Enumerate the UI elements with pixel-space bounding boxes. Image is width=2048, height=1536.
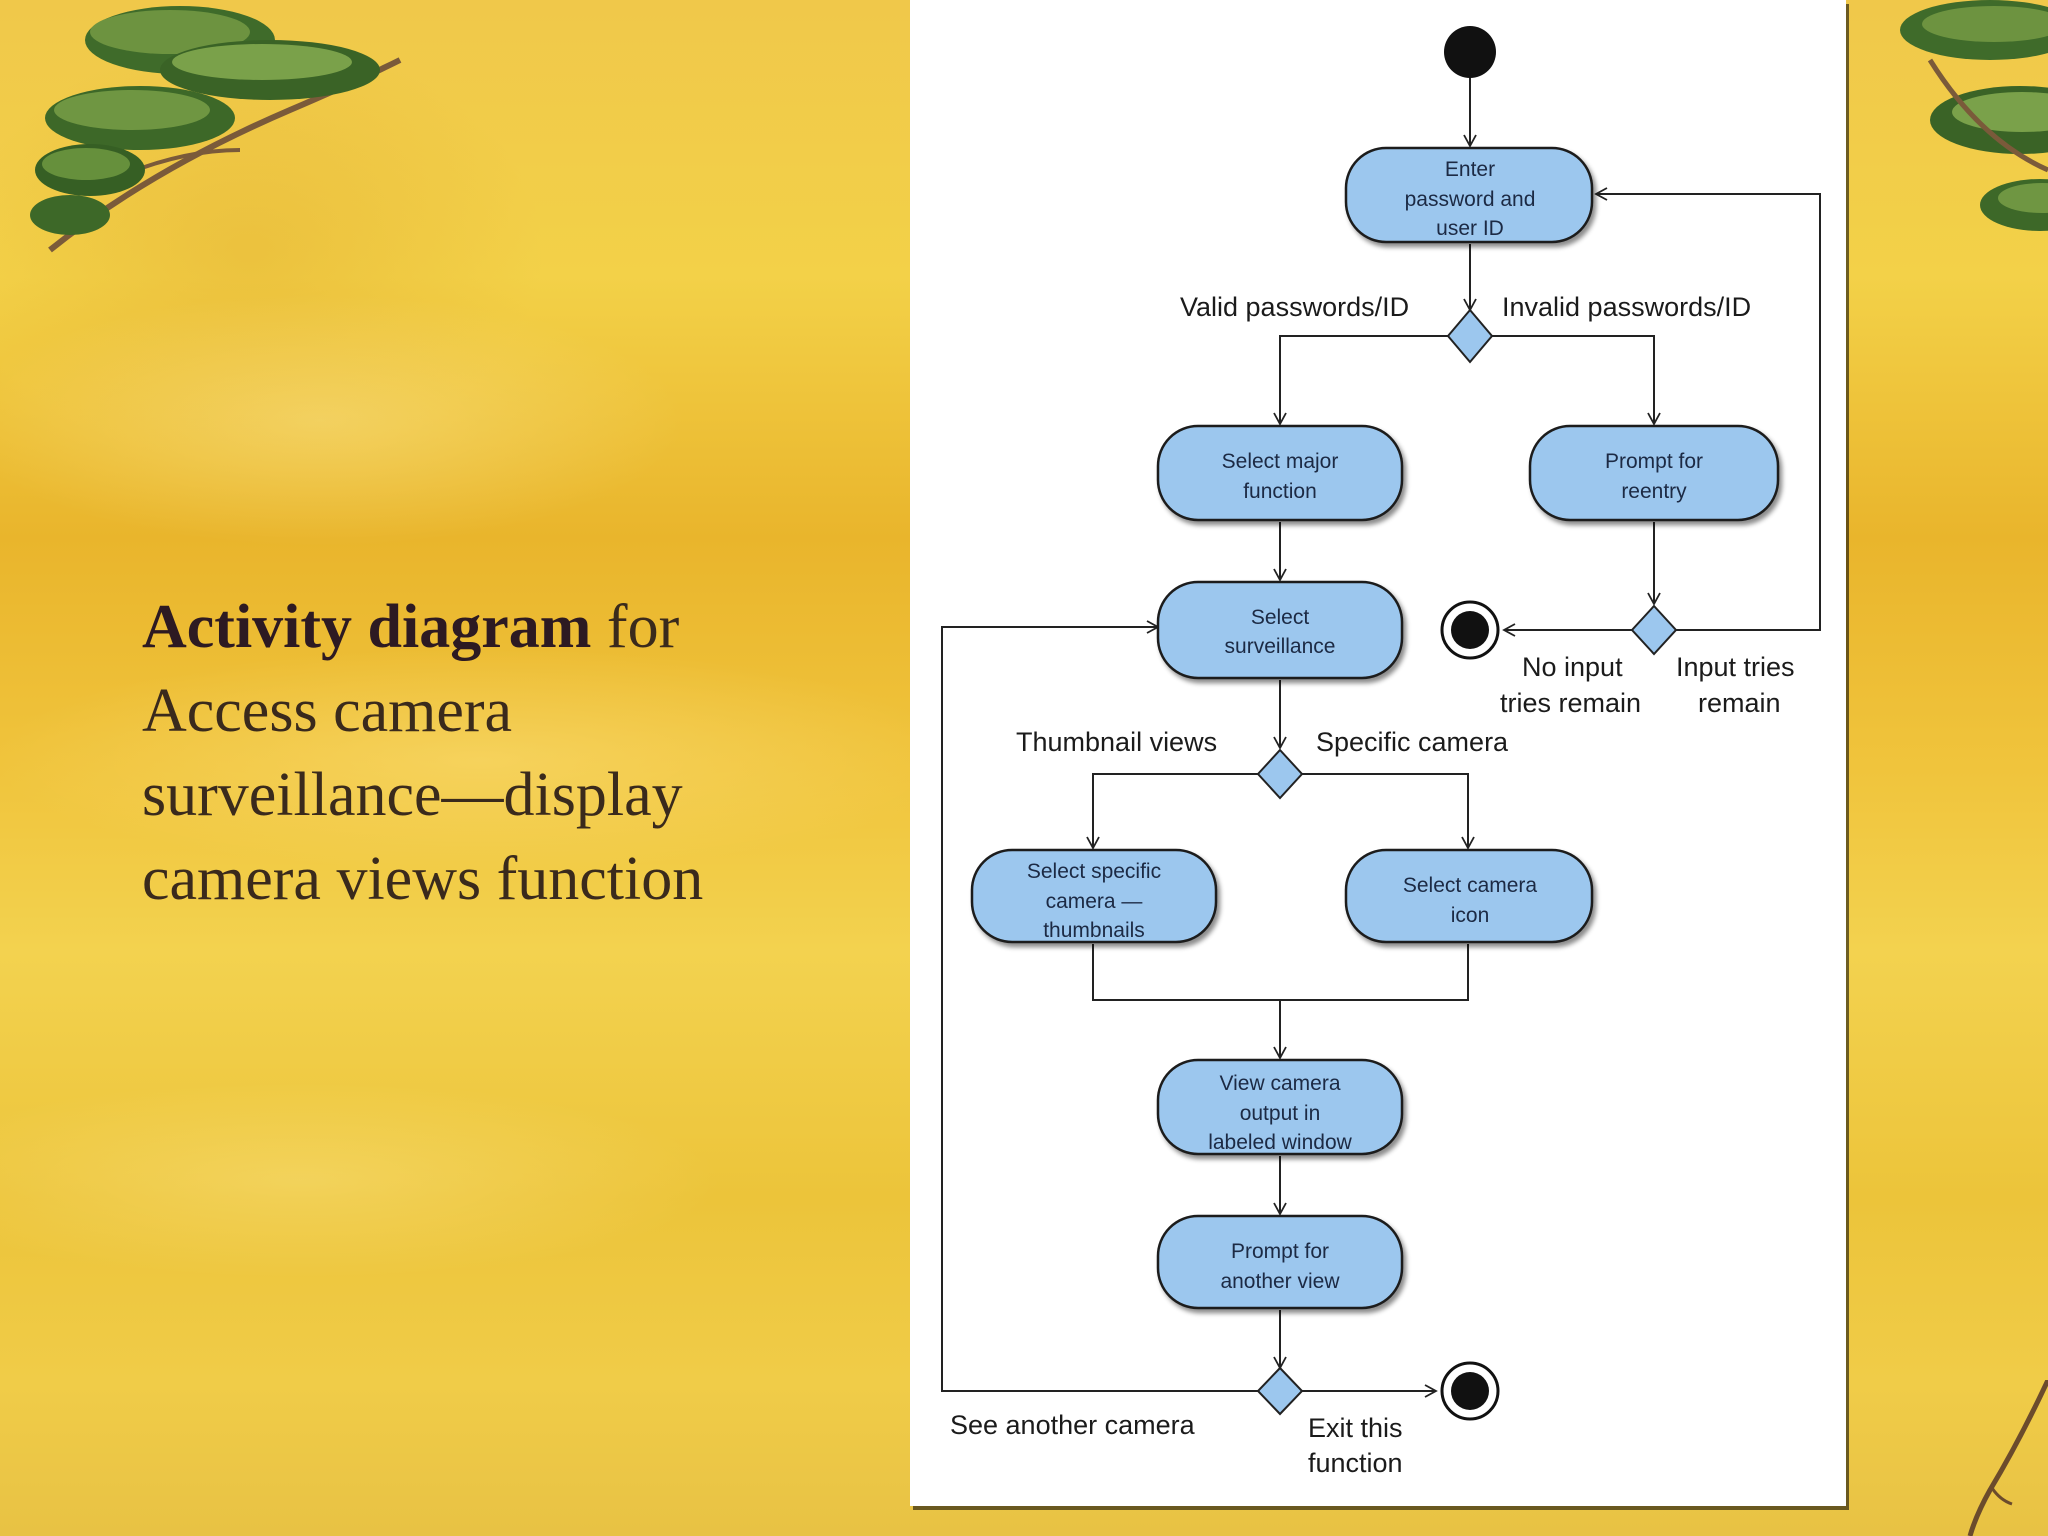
activity-prompt-another-view [1156, 1214, 1404, 1310]
another-label-2: another view [1220, 1270, 1340, 1293]
slide-title-rest: for Access camera surveillance—display c… [142, 593, 704, 913]
guard-exit-1: Exit this [1308, 1413, 1403, 1443]
guard-input-tries-2: remain [1698, 688, 1781, 718]
guard-thumbnail: Thumbnail views [1016, 727, 1217, 757]
enter-label-1: Enter [1445, 158, 1495, 181]
activity-select-major-function [1156, 424, 1404, 522]
decision-continue [1256, 1366, 1304, 1416]
slide-title: Activity diagram for Access camera surve… [142, 585, 802, 921]
edge-input-tries-loop [1594, 187, 1821, 631]
decision-login [1446, 308, 1494, 364]
branch-bottom-right [1967, 1380, 2048, 1536]
edge-specific-branch [1300, 773, 1475, 850]
guard-no-input-2: tries remain [1500, 688, 1641, 718]
pine-branch-top-left [30, 6, 402, 253]
guard-no-input-1: No input [1522, 652, 1623, 682]
pine-branch-top-right [1900, 0, 2048, 231]
final-node-exit [1440, 1361, 1500, 1421]
guard-specific: Specific camera [1316, 727, 1509, 757]
guard-valid: Valid passwords/ID [1180, 292, 1409, 322]
guard-exit-2: function [1308, 1448, 1403, 1478]
activity-select-surveillance [1156, 580, 1404, 680]
enter-label-2: password and [1405, 188, 1536, 211]
view-label-1: View camera [1220, 1072, 1341, 1095]
icon-label-2: icon [1451, 904, 1490, 927]
edge-thumbnail-branch [1086, 773, 1260, 850]
activity-select-specific-camera [970, 848, 1218, 944]
specific-label-1: Select specific [1027, 860, 1161, 883]
reentry-label-2: reentry [1621, 480, 1687, 503]
final-node-login [1440, 600, 1500, 660]
guard-see-another: See another camera [950, 1410, 1196, 1440]
surveillance-label-2: surveillance [1225, 635, 1336, 658]
decision-view-type [1256, 748, 1304, 800]
decision-tries [1630, 604, 1678, 656]
initial-node [1444, 26, 1496, 78]
activity-diagram: Enter password and user ID Select major … [941, 26, 1821, 1478]
edge-merge [1092, 944, 1469, 1001]
diagram-panel: Enter password and user ID Select major … [910, 0, 1846, 1506]
view-label-2: output in [1240, 1102, 1321, 1125]
view-label-3: labeled window [1208, 1131, 1352, 1154]
activity-select-camera-icon [1344, 848, 1594, 944]
surveillance-label-1: Select [1251, 606, 1310, 629]
activity-enter-password [1344, 146, 1594, 244]
edge-see-another-loop [941, 620, 1260, 1392]
edge-invalid-branch [1490, 335, 1661, 426]
icon-label-1: Select camera [1403, 874, 1538, 897]
another-label-1: Prompt for [1231, 1240, 1329, 1263]
specific-label-3: thumbnails [1043, 919, 1145, 942]
slide-title-bold: Activity diagram [142, 593, 592, 661]
enter-label-3: user ID [1436, 217, 1504, 240]
major-label-1: Select major [1222, 450, 1339, 473]
edge-valid-branch [1273, 335, 1450, 426]
activity-prompt-reentry [1528, 424, 1780, 522]
specific-label-2: camera — [1046, 890, 1143, 913]
guard-invalid: Invalid passwords/ID [1502, 292, 1751, 322]
activity-view-camera-output [1156, 1058, 1404, 1156]
reentry-label-1: Prompt for [1605, 450, 1703, 473]
major-label-2: function [1243, 480, 1317, 503]
guard-input-tries-1: Input tries [1676, 652, 1795, 682]
